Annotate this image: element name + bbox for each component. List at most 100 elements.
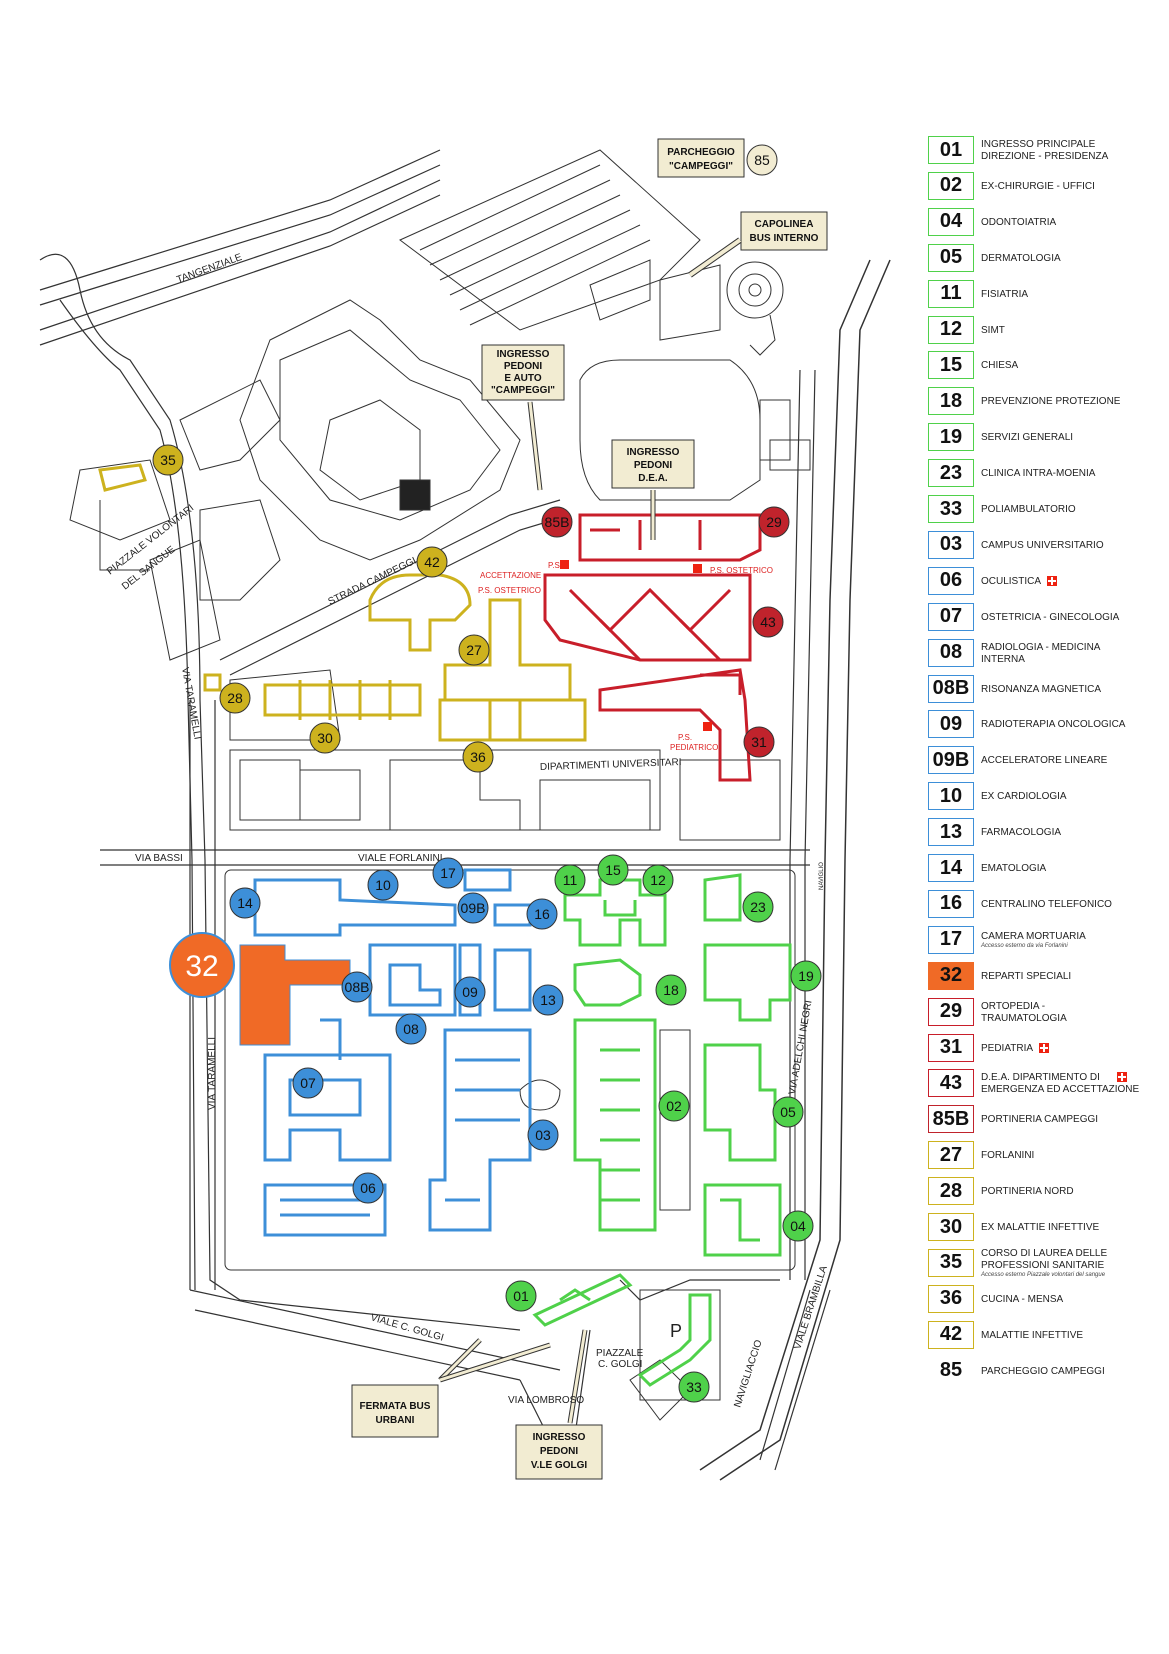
legend-code: 19 — [928, 423, 974, 452]
legend-label-line1: FARMACOLOGIA — [981, 827, 1062, 839]
legend-label-line2: PROFESSIONI SANITARIE — [981, 1260, 1105, 1272]
marker-12[interactable]: 12 — [642, 864, 674, 896]
legend-label-note: Accesso esterno da via Forlanini — [981, 943, 1068, 950]
marker-13[interactable]: 13 — [532, 984, 564, 1016]
legend-code: 43 — [928, 1069, 974, 1098]
marker-08b[interactable]: 08B — [341, 971, 373, 1003]
legend-label: CENTRALINO TELEFONICO — [981, 888, 1159, 922]
svg-text:P.S. OSTETRICO: P.S. OSTETRICO — [710, 566, 773, 575]
marker-27[interactable]: 27 — [458, 634, 490, 666]
marker-10[interactable]: 10 — [367, 869, 399, 901]
legend-code: 01 — [928, 136, 974, 164]
legend-code: 15 — [928, 351, 974, 380]
marker-11[interactable]: 11 — [554, 864, 586, 896]
marker-07[interactable]: 07 — [292, 1067, 324, 1099]
svg-text:INGRESSO: INGRESSO — [533, 1432, 586, 1443]
marker-08[interactable]: 08 — [395, 1013, 427, 1045]
legend-code: 03 — [928, 530, 974, 559]
marker-19[interactable]: 19 — [790, 960, 822, 992]
marker-35[interactable]: 35 — [152, 444, 184, 476]
marker-23[interactable]: 23 — [742, 891, 774, 923]
svg-text:29: 29 — [766, 514, 782, 530]
marker-05[interactable]: 05 — [772, 1096, 804, 1128]
marker-09b[interactable]: 09B — [457, 892, 489, 924]
marker-03[interactable]: 03 — [527, 1119, 559, 1151]
svg-text:"CAMPEGGI": "CAMPEGGI" — [491, 385, 555, 396]
marker-28[interactable]: 28 — [219, 682, 251, 714]
legend-label-line1: EMATOLOGIA — [981, 863, 1047, 874]
marker-30[interactable]: 30 — [309, 722, 341, 754]
marker-36[interactable]: 36 — [462, 741, 494, 773]
legend-code: 35 — [928, 1248, 974, 1277]
marker-85b[interactable]: 85B — [541, 506, 573, 538]
marker-01[interactable]: 01 — [505, 1280, 537, 1312]
marker-32[interactable]: 32 — [169, 932, 235, 998]
marker-02[interactable]: 02 — [658, 1090, 690, 1122]
marker-85-parking[interactable]: 85 — [746, 144, 778, 176]
marker-14[interactable]: 14 — [229, 887, 261, 919]
legend-label: EX MALATTIE INFETTIVE — [981, 1211, 1159, 1245]
legend-label: EMATOLOGIA — [981, 852, 1159, 886]
marker-33[interactable]: 33 — [678, 1371, 710, 1403]
marker-06[interactable]: 06 — [352, 1172, 384, 1204]
callout-ingresso-golgi: INGRESSO PEDONI V.LE GOLGI — [515, 1329, 603, 1480]
marker-43[interactable]: 43 — [752, 606, 784, 638]
legend-code: 36 — [928, 1284, 974, 1313]
svg-text:TANGENZIALE: TANGENZIALE — [175, 252, 244, 286]
marker-42[interactable]: 42 — [416, 546, 448, 578]
legend-label-line1: PORTINERIA NORD — [981, 1186, 1074, 1198]
marker-29[interactable]: 29 — [758, 506, 790, 538]
yellow-buildings — [98, 463, 587, 742]
legend-code: 17 — [928, 925, 974, 954]
svg-text:P.S.: P.S. — [678, 733, 692, 742]
marker-16[interactable]: 16 — [526, 898, 558, 930]
svg-text:85: 85 — [754, 152, 770, 168]
svg-text:VIA TARAMELLI: VIA TARAMELLI — [207, 1037, 218, 1110]
marker-31[interactable]: 31 — [743, 726, 775, 758]
marker-15[interactable]: 15 — [597, 854, 629, 886]
marker-09[interactable]: 09 — [454, 976, 486, 1008]
marker-17[interactable]: 17 — [432, 857, 464, 889]
marker-18[interactable]: 18 — [655, 974, 687, 1006]
marker-04[interactable]: 04 — [782, 1210, 814, 1242]
legend-label: ORTOPEDIA -TRAUMATOLOGIA — [981, 996, 1159, 1030]
svg-text:17: 17 — [440, 865, 456, 881]
legend-label: SIMT — [981, 314, 1159, 348]
